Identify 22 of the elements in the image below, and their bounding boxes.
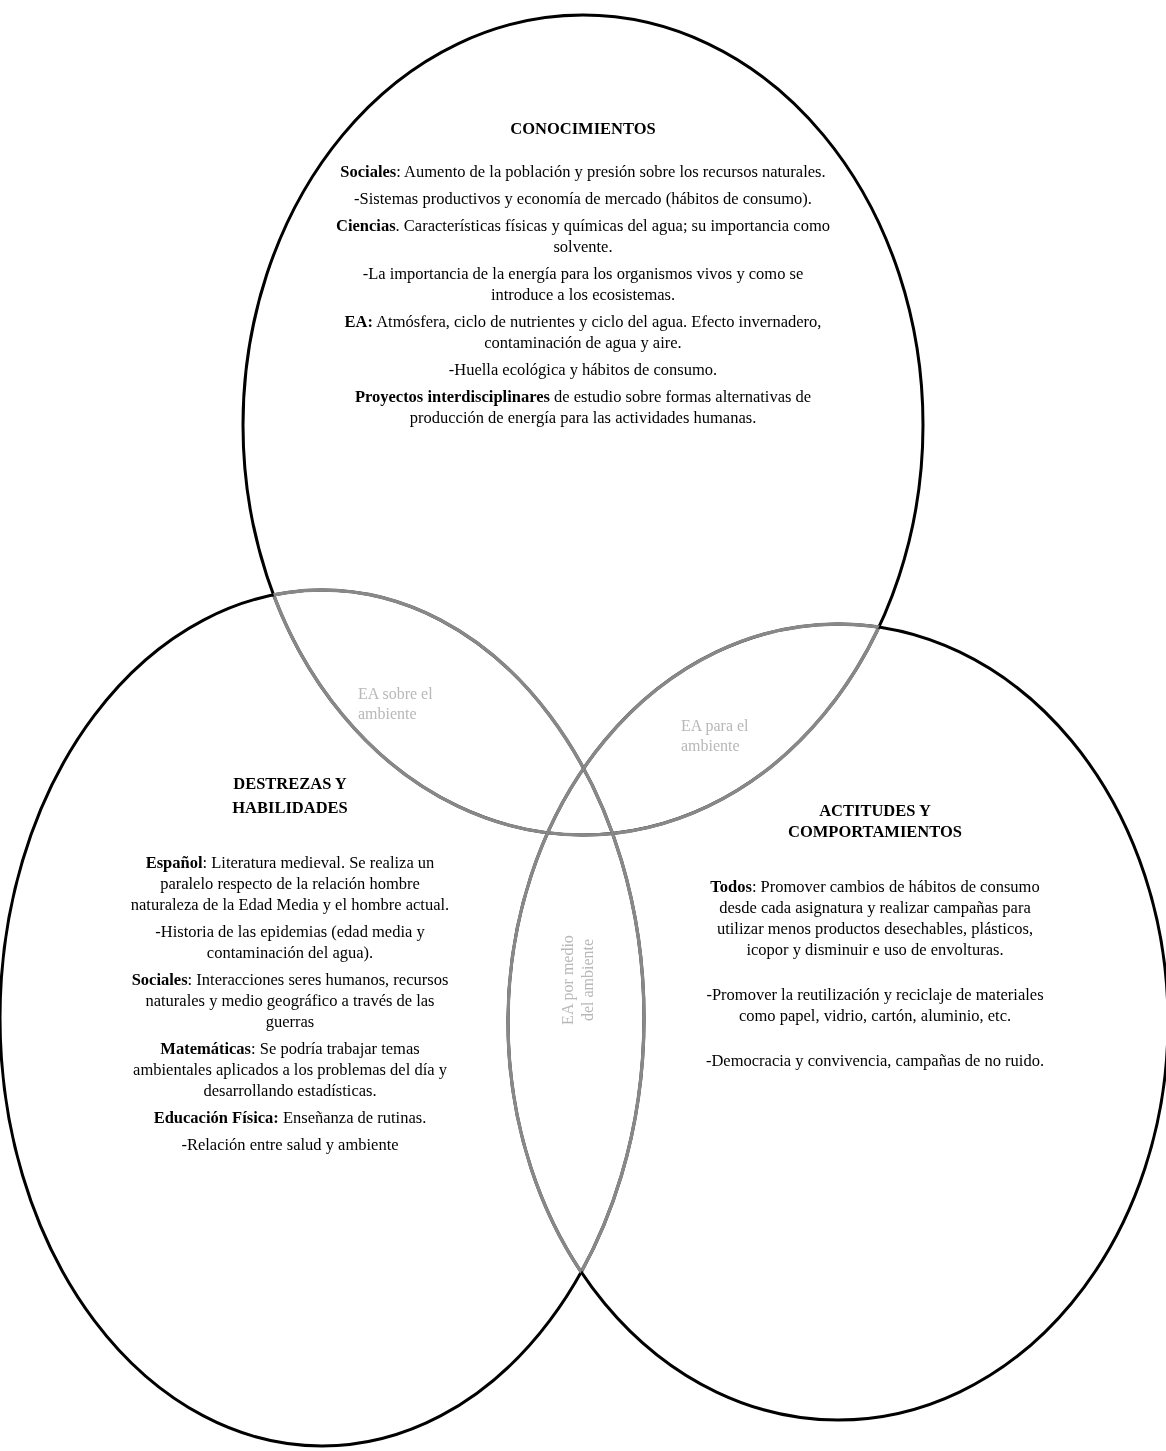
topic-text: Ciencias. Características físicas y químicas del agua; su importancia como solvente. bbox=[335, 215, 831, 257]
topic-text: EA: Atmósfera, ciclo de nutrientes y ciclo del agua. Efecto invernadero, contaminación de agua y aire. bbox=[343, 311, 823, 353]
topic-text: Todos: Promover cambios de hábitos de consumo desde cada asignatura y realizar campañas para utilizar menos productos desechables, plásticos, icopor y disminuir e uso de envolturas. bbox=[709, 876, 1041, 960]
topic-text: -La importancia de la energía para los organismos vivos y como se introduce a los ecosistemas. bbox=[361, 263, 805, 305]
circle-heading: ACTITUDES Y COMPORTAMIENTOS bbox=[787, 800, 963, 842]
topic-text: Sociales: Aumento de la población y presión sobre los recursos naturales. bbox=[339, 161, 827, 182]
circle-heading: CONOCIMIENTOS bbox=[509, 118, 657, 139]
topic-text: Matemáticas: Se podría trabajar temas ambientales aplicados a los problemas del día y desarrollando estadísticas. bbox=[132, 1038, 448, 1101]
topic-text: Español: Literatura medieval. Se realiza un paralelo respecto de la relación hombre naturaleza de la Edad Media y el hombre actual. bbox=[130, 852, 450, 915]
topic-text: -Huella ecológica y hábitos de consumo. bbox=[447, 359, 719, 380]
circle-heading: DESTREZAS Y HABILIDADES bbox=[231, 773, 349, 819]
topic-text: -Relación entre salud y ambiente bbox=[180, 1134, 400, 1155]
topic-text: Sociales: Interacciones seres humanos, recursos naturales y medio geográfico a través de las guerras bbox=[130, 969, 450, 1032]
overlap-label: EA para el ambiente bbox=[681, 716, 750, 756]
overlap-label: EA por medio del ambiente bbox=[558, 934, 597, 1027]
topic-text: -Sistemas productivos y economía de mercado (hábitos de consumo). bbox=[353, 188, 813, 209]
topic-text: -Promover la reutilización y reciclaje de materiales como papel, vidrio, cartón, aluminio, etc. bbox=[705, 984, 1045, 1026]
topic-text: Educación Física: Enseñanza de rutinas. bbox=[152, 1107, 428, 1128]
topic-text: Proyectos interdisciplinares de estudio sobre formas alternativas de producción de energía para las actividades humanas. bbox=[353, 386, 813, 428]
topic-text: -Historia de las epidemias (edad media y contaminación del agua). bbox=[154, 921, 426, 963]
topic-text: -Democracia y convivencia, campañas de no ruido. bbox=[704, 1050, 1046, 1071]
overlap-label: EA sobre el ambiente bbox=[358, 684, 434, 724]
